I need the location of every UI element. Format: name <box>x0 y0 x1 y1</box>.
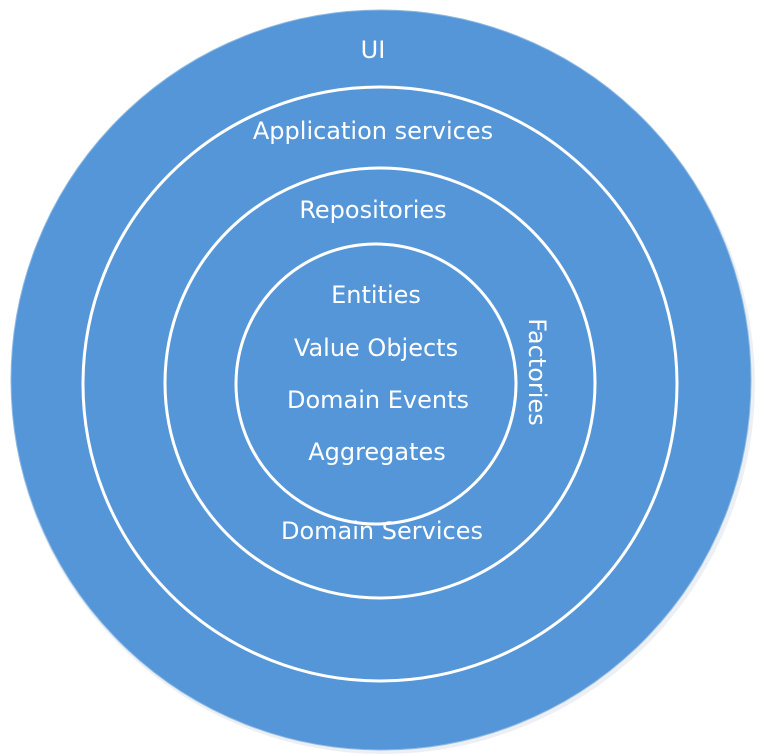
value-objects-label: Value Objects <box>294 334 458 362</box>
domain-services-label: Domain Services <box>281 517 483 545</box>
application-services-layer-label: Application services <box>253 117 493 145</box>
domain-events-label: Domain Events <box>287 386 469 414</box>
entities-label: Entities <box>331 281 421 309</box>
repositories-label: Repositories <box>299 196 446 224</box>
aggregates-label: Aggregates <box>308 438 446 466</box>
domain-core-circle <box>234 242 518 526</box>
factories-label: Factories <box>523 318 551 425</box>
ui-layer-label: UI <box>361 36 386 64</box>
